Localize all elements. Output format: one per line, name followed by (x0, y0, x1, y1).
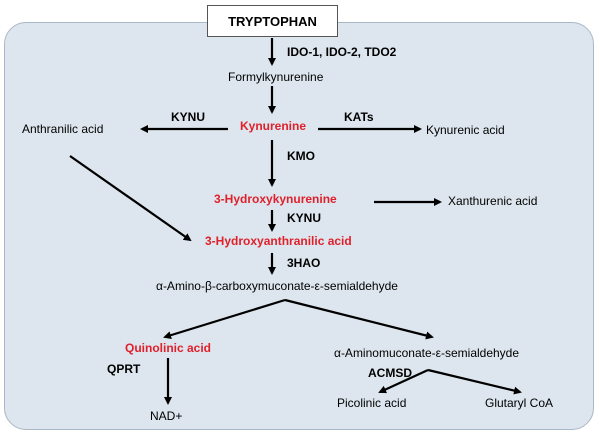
arrow-ams-to-glutaryl (427, 368, 522, 395)
metabolite-nad: NAD+ (150, 409, 183, 423)
enzyme-kynu-mid: KYNU (287, 211, 322, 225)
metabolite-kynurenic-acid: Kynurenic acid (426, 123, 505, 137)
metabolite-acms: α-Amino-β-carboxymuconate-ε-semialdehyde (156, 279, 398, 293)
metabolite-3-hydroxykynurenine: 3-Hydroxykynurenine (214, 192, 337, 206)
enzyme-acmsd: ACMSD (368, 366, 412, 380)
arrow-ams-to-picolinic (378, 369, 429, 394)
metabolite-kynurenine: Kynurenine (240, 119, 307, 133)
arrow-acms-to-ams (284, 298, 434, 340)
metabolite-aminomuconate-semialdehyde: α-Aminomuconate-ε-semialdehyde (334, 346, 520, 360)
tryptophan-box: TRYPTOPHAN (207, 5, 338, 37)
arrow-anthranilic-to-3haa (69, 155, 192, 242)
metabolite-xanthurenic-acid: Xanthurenic acid (448, 194, 538, 208)
metabolite-glutaryl-coa: Glutaryl CoA (485, 396, 554, 410)
metabolite-anthranilic-acid: Anthranilic acid (22, 122, 104, 136)
metabolite-quinolinic-acid: Quinolinic acid (125, 341, 212, 355)
enzyme-3hao: 3HAO (287, 256, 321, 270)
background-panel (4, 22, 594, 430)
enzyme-qprt: QPRT (107, 362, 141, 376)
enzyme-ido-tdo: IDO-1, IDO-2, TDO2 (287, 45, 397, 59)
enzyme-kmo: KMO (287, 149, 315, 163)
enzyme-kynu-left: KYNU (171, 110, 206, 124)
metabolite-picolinic-acid: Picolinic acid (337, 396, 407, 410)
enzyme-kats: KATs (344, 110, 374, 124)
metabolite-formylkynurenine: Formylkynurenine (228, 70, 324, 84)
arrow-acms-to-quinolinic (163, 298, 286, 340)
metabolite-3-hydroxyanthranilic-acid: 3-Hydroxyanthranilic acid (205, 234, 352, 248)
tryptophan-label: TRYPTOPHAN (228, 13, 317, 29)
